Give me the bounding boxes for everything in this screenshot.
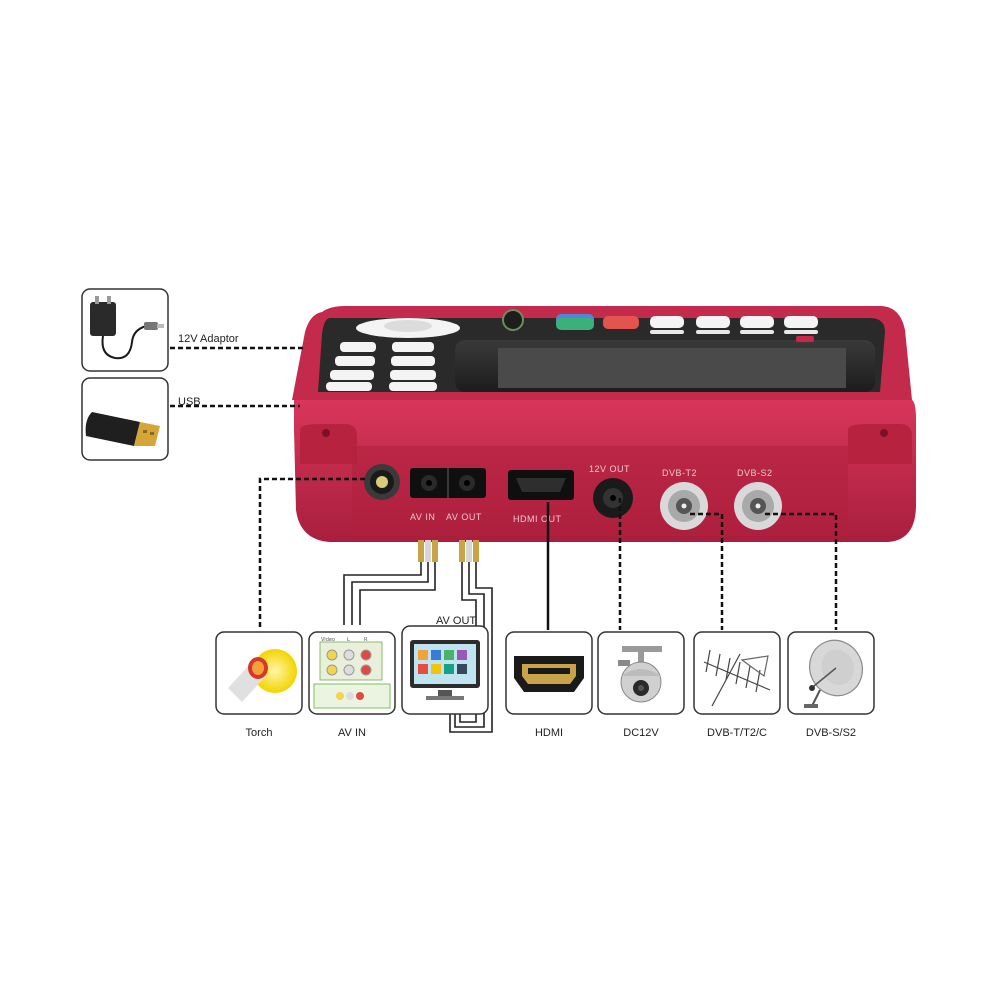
adaptor-box	[81, 288, 169, 372]
terrestrial-antenna-icon	[703, 649, 771, 707]
port-label-dvb-t2: DVB-T2	[662, 468, 697, 478]
av-in-video-label: Video	[321, 637, 335, 643]
label-av-in: AV IN	[338, 727, 366, 739]
port-12v-out	[593, 478, 633, 518]
av-in-l-label: L	[347, 637, 350, 643]
line-dvb-s	[765, 512, 838, 630]
meter-device: AV IN AV OUT HDMI OUT 12V OUT DVB-T2 DVB…	[292, 306, 916, 542]
key-f3[interactable]	[740, 316, 774, 328]
satellite-dish-icon	[804, 639, 863, 708]
port-torch	[364, 464, 400, 500]
key-red[interactable]	[603, 316, 639, 329]
connection-lines	[170, 346, 838, 630]
av-in-r-label: R	[364, 637, 368, 643]
port-dvb-t2	[660, 482, 708, 530]
key-f2[interactable]	[696, 316, 730, 328]
monitor-icon	[410, 640, 480, 700]
compass-icon	[502, 309, 524, 331]
device-av-in: Video L R	[308, 631, 396, 715]
label-dc12v: DC12V	[623, 727, 659, 739]
port-av	[410, 468, 486, 498]
device-labels: Torch AV IN HDMI DC12V DVB-T/T2/C DVB-S/…	[246, 727, 857, 739]
label-hdmi: HDMI	[535, 727, 563, 739]
torch-icon	[228, 649, 297, 702]
adaptor-label: 12V Adaptor	[178, 333, 239, 345]
rca-plugs-out	[459, 540, 479, 562]
device-dc12v	[597, 631, 685, 715]
key-green[interactable]	[556, 318, 594, 330]
port-dvb-s2	[734, 482, 782, 530]
port-label-hdmi-out: HDMI OUT	[513, 514, 562, 524]
port-label-dvb-s2: DVB-S2	[737, 468, 773, 478]
usb-stick-icon	[85, 412, 160, 446]
key-f1[interactable]	[650, 316, 684, 328]
label-dvb-s: DVB-S/S2	[806, 727, 856, 739]
port-label-av-out: AV OUT	[446, 512, 482, 522]
device-av-out	[401, 625, 489, 715]
av-in-panel-icon	[313, 641, 391, 709]
line-dvb-t	[690, 512, 724, 630]
label-dvb-t: DVB-T/T2/C	[707, 727, 767, 739]
port-hdmi	[508, 470, 574, 500]
device-torch	[215, 631, 303, 715]
port-label-12v-out: 12V OUT	[589, 464, 630, 474]
security-camera-icon	[618, 646, 662, 703]
device-dvb-t	[693, 631, 781, 715]
key-f4[interactable]	[784, 316, 818, 328]
line-torch	[258, 477, 365, 630]
hdmi-connector-icon	[514, 656, 584, 692]
av-out-title: AV OUT	[436, 615, 476, 627]
usb-box	[81, 377, 169, 461]
device-dvb-s	[787, 631, 875, 715]
rca-plugs-in	[418, 540, 438, 562]
port-label-av-in: AV IN	[410, 512, 435, 522]
label-torch: Torch	[246, 727, 273, 739]
power-adaptor-icon	[90, 296, 164, 360]
number-keypad[interactable]	[326, 342, 437, 391]
device-hdmi	[505, 631, 593, 715]
